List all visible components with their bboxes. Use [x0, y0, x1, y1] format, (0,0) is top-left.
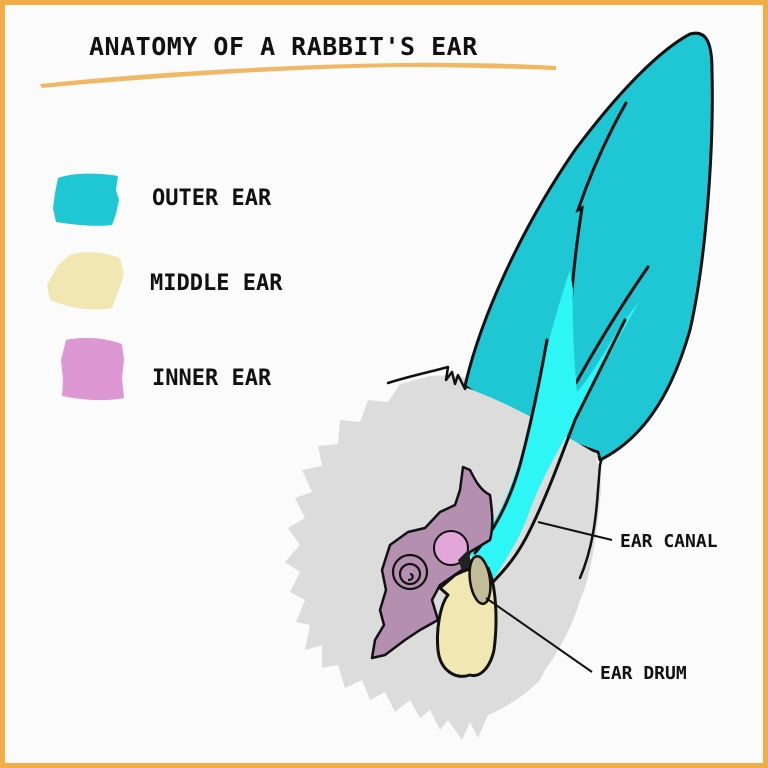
- fur-line-right: [578, 446, 607, 580]
- page-title: ANATOMY OF A RABBIT'S EAR: [89, 32, 478, 61]
- ear-drum: [468, 554, 492, 606]
- callout-line-ear-drum: [485, 597, 593, 673]
- legend-label-inner-ear: INNER EAR: [152, 366, 272, 391]
- vestibule: [433, 530, 469, 566]
- outer-ear-pinna: [463, 31, 714, 462]
- inner-ear-bony-labyrinth: [370, 465, 494, 660]
- title-underline: [40, 62, 556, 88]
- legend-swatch-middle-ear: [47, 252, 124, 310]
- ear-fold-line-lower: [574, 265, 650, 385]
- legend-label-outer-ear: OUTER EAR: [152, 186, 272, 211]
- cochlea-spiral: [391, 553, 429, 591]
- fur-tuft-left: [386, 365, 467, 391]
- callout-label-ear-canal: EAR CANAL: [620, 531, 718, 552]
- ear-canal: [470, 270, 640, 585]
- callout-label-ear-drum: EAR DRUM: [600, 663, 687, 684]
- callout-line-ear-canal: [537, 521, 613, 541]
- legend-label-middle-ear: MIDDLE EAR: [150, 271, 283, 296]
- legend-swatch-outer-ear: [53, 173, 119, 226]
- legend-swatch-inner-ear: [61, 337, 124, 401]
